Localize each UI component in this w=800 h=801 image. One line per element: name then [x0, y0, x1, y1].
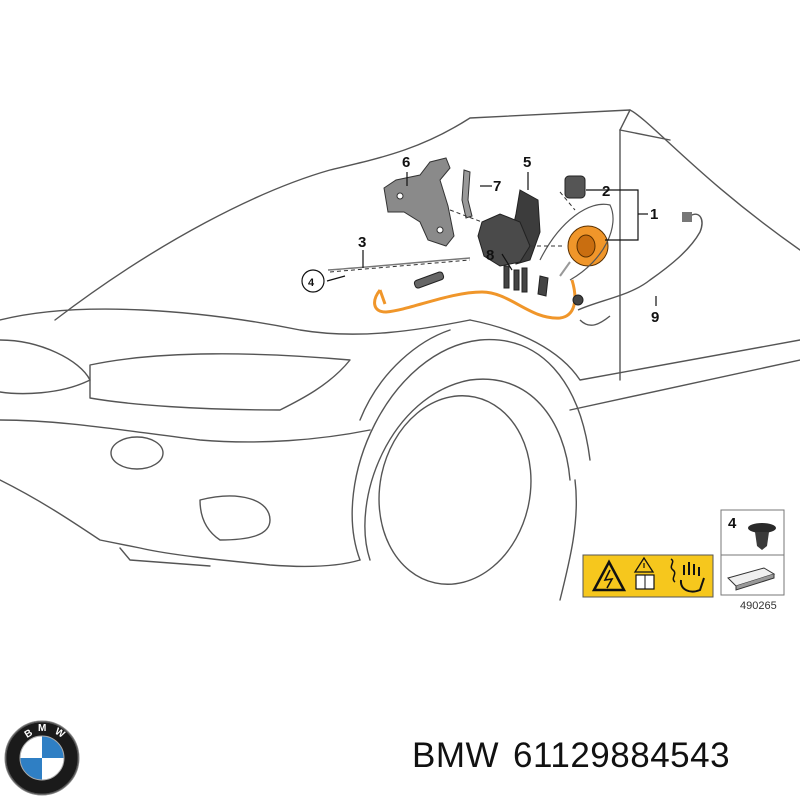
charging-socket-orange	[559, 225, 609, 277]
unit-part-3	[477, 213, 531, 267]
svg-text:B: B	[23, 728, 35, 741]
hand-icon	[679, 562, 705, 593]
svg-text:M: M	[38, 723, 46, 734]
callout-9: 9	[651, 309, 659, 326]
inset-part-label: 4	[728, 515, 737, 532]
flap-outline	[539, 203, 614, 281]
high-voltage-icon	[591, 559, 627, 592]
orange-cable-end	[378, 289, 387, 305]
warning-label	[582, 554, 714, 598]
bracket-part-6	[383, 157, 455, 247]
brand-name: BMW	[412, 736, 500, 775]
fastener-parts-8	[503, 265, 584, 306]
harness-branch	[579, 315, 611, 326]
cable-part-3	[327, 257, 471, 271]
figure-number: 490265	[740, 600, 777, 612]
callout-4: 4	[308, 277, 315, 289]
harness-part-9	[577, 213, 703, 311]
inset-box: 4	[720, 509, 785, 596]
lightning-icon	[603, 569, 614, 589]
callout-3: 3	[358, 234, 366, 251]
bmw-logo: B M W	[4, 720, 80, 796]
socket-part-2	[564, 175, 586, 199]
callout-4-circle	[301, 269, 325, 293]
push-clip-icon	[748, 523, 776, 533]
clip-part-7	[461, 169, 473, 219]
callout-leaders	[326, 172, 657, 306]
callout-5: 5	[523, 154, 531, 171]
callout-1: 1	[650, 206, 658, 223]
shock-wave-icon	[670, 558, 676, 583]
orange-cable	[373, 279, 577, 320]
car-outline	[0, 109, 800, 601]
harness-plug	[682, 212, 692, 222]
dashed-leaders	[329, 191, 576, 273]
callout-7: 7	[493, 178, 501, 195]
callout-2: 2	[602, 183, 610, 200]
callout-8: 8	[486, 247, 494, 264]
part-number: 61129884543	[513, 736, 731, 775]
part-caption: BMW 61129884543	[412, 736, 792, 776]
callout-6: 6	[402, 154, 410, 171]
connector-part	[413, 271, 445, 289]
